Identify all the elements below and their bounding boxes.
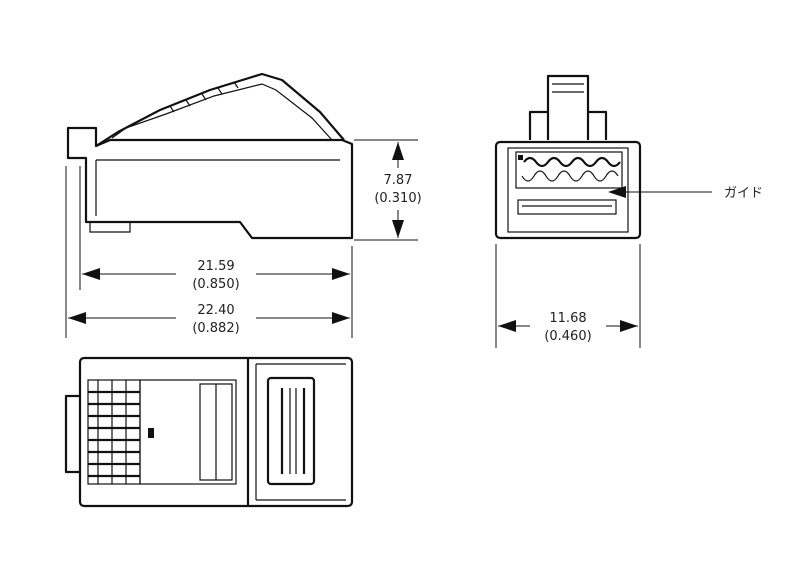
width-mm: 11.68	[549, 311, 586, 326]
height-dimension: 7.87 (0.310)	[374, 142, 422, 238]
height-arrow-bottom	[392, 220, 404, 238]
overall-length-dimension: 22.40 (0.882)	[68, 303, 350, 336]
body-length-in: (0.850)	[192, 277, 239, 292]
guide-callout: ガイド	[608, 186, 763, 201]
side-view-foot	[89, 222, 131, 233]
height-in: (0.310)	[374, 191, 421, 206]
width-dimension: 11.68 (0.460)	[498, 311, 638, 344]
front-view-latch-lines	[552, 83, 584, 93]
front-view-guide-slot	[517, 199, 617, 215]
guide-label: ガイド	[724, 186, 763, 201]
side-view	[65, 72, 418, 338]
front-view-inner-frame	[507, 147, 629, 233]
top-view-window-ribs	[280, 388, 306, 474]
width-in: (0.460)	[544, 329, 591, 344]
side-view-latch-ribs	[169, 81, 239, 113]
top-view	[64, 356, 354, 508]
top-view-cable	[64, 394, 80, 474]
overall-length-in: (0.882)	[192, 321, 239, 336]
side-view-latch-inner	[111, 83, 333, 141]
top-view-contact-ridges	[87, 379, 141, 485]
front-view	[494, 74, 642, 348]
top-view-latch-plate	[139, 379, 237, 485]
front-view-latch-base	[528, 110, 608, 140]
front-view-body	[494, 140, 642, 240]
side-view-body	[66, 126, 354, 240]
front-view-contacts	[515, 151, 623, 189]
overall-length-mm: 22.40	[197, 303, 234, 318]
side-view-latch	[95, 72, 345, 147]
top-view-marking	[148, 428, 154, 438]
front-view-latch	[546, 74, 590, 140]
top-view-body	[78, 356, 354, 508]
top-view-window	[266, 376, 316, 486]
guide-arrow	[608, 186, 626, 198]
height-arrow-top	[392, 142, 404, 160]
body-length-mm: 21.59	[197, 259, 234, 274]
body-length-dimension: 21.59 (0.850)	[82, 259, 350, 292]
height-mm: 7.87	[384, 173, 413, 188]
